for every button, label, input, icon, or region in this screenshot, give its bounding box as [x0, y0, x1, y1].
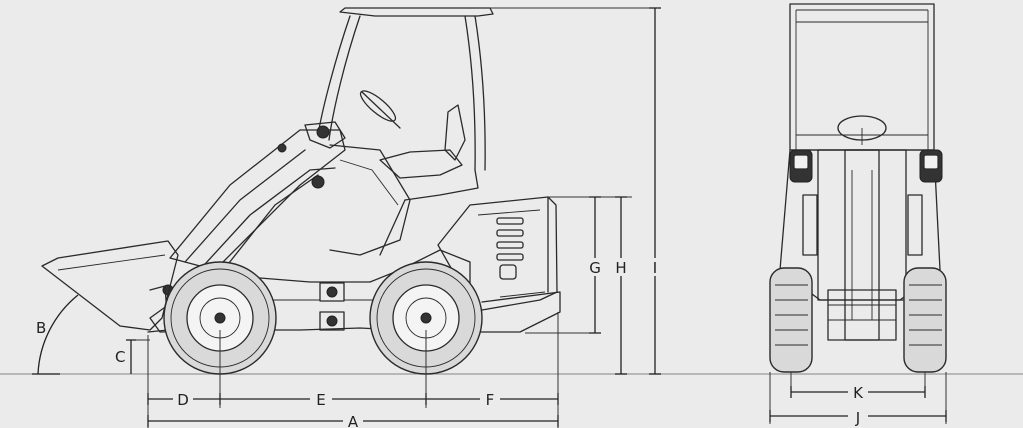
bucket [41, 240, 179, 333]
label-d: D [177, 391, 189, 409]
front-view [769, 3, 947, 373]
label-b: B [36, 319, 46, 337]
label-c: C [115, 348, 125, 366]
side-view [41, 7, 561, 375]
cab-frame [317, 7, 494, 256]
dimension-labels: D E F A B C G H I K J [36, 258, 868, 428]
label-k: K [853, 384, 864, 402]
label-e: E [316, 391, 325, 409]
label-a: A [348, 413, 359, 428]
label-i: I [653, 259, 657, 277]
label-h: H [615, 259, 626, 277]
label-j: J [855, 409, 860, 427]
label-f: F [486, 391, 495, 409]
label-g: G [589, 259, 601, 277]
loader-arm [162, 121, 346, 296]
front-right-tire [903, 267, 947, 373]
front-left-tire [769, 267, 813, 373]
